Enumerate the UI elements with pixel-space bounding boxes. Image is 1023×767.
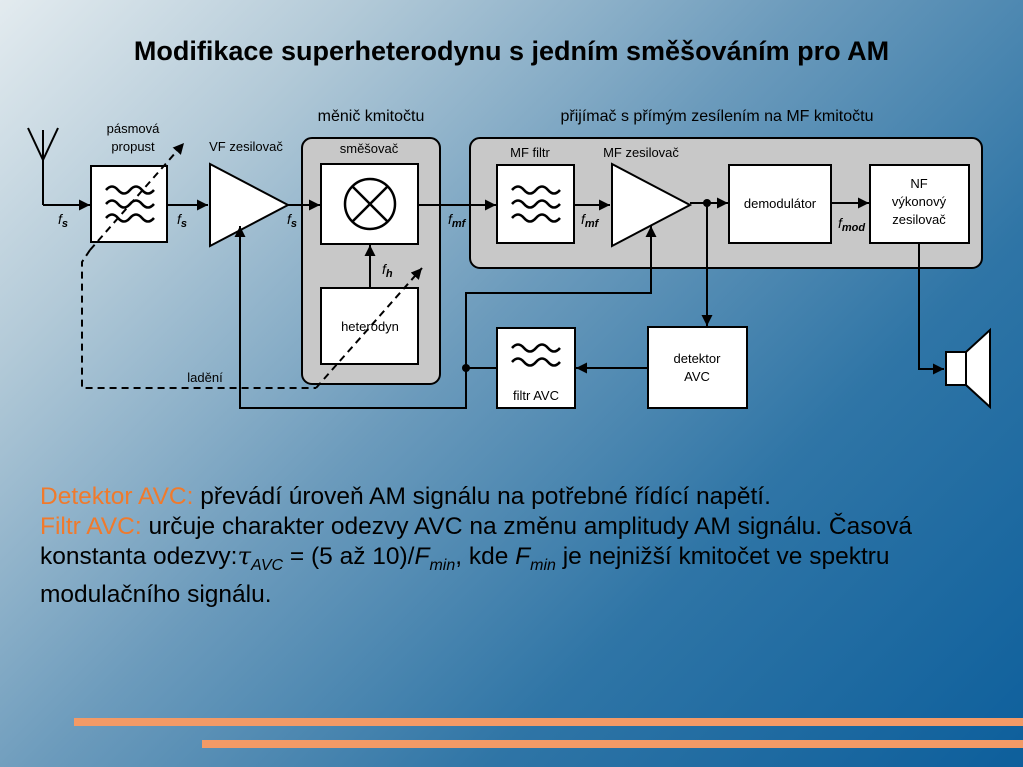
- agc-detector-label-2: AVC: [684, 369, 710, 384]
- af-amplifier-label-3: zesilovač: [892, 212, 946, 227]
- bandpass-label-2: propust: [111, 139, 155, 154]
- mixer-label: směšovač: [340, 141, 399, 156]
- agc-detector-term: Detektor AVC:: [40, 483, 194, 510]
- antenna-icon: [27, 127, 59, 205]
- if-amp-label: MF zesilovač: [603, 145, 679, 160]
- fmin-subscript-2: min: [530, 556, 556, 574]
- mixer-icon: [343, 177, 397, 231]
- closing-text: je nejnižší kmitočet ve spektru modulačn…: [40, 543, 890, 609]
- page-title: Modifikace superheterodynu s jedním směš…: [133, 36, 890, 66]
- if-filter-label: MF filtr: [510, 145, 550, 160]
- agc-filter-description: určuje charakter odezvy AVC na změnu amp…: [40, 512, 912, 571]
- tau-symbol: τ: [237, 541, 252, 570]
- signal-fmf-mixer: fmf: [448, 211, 467, 230]
- af-amplifier-label-2: výkonový: [892, 194, 947, 209]
- af-amplifier-block: [869, 164, 970, 244]
- converter-group-label: měnič kmitočtu: [318, 108, 425, 125]
- accent-line-top: [74, 718, 1023, 726]
- agc-detector-description: převádí úroveň AM signálu na potřebné ří…: [193, 483, 771, 510]
- signal-fs-filter: fs: [177, 211, 187, 230]
- fmin-symbol-2: F: [515, 543, 531, 570]
- agc-filter-term: Filtr AVC:: [40, 512, 142, 540]
- tau-subscript: AVC: [251, 556, 284, 574]
- rf-amp-triangle: [209, 162, 291, 248]
- formula-text: = (5 až 10)/: [283, 543, 415, 570]
- agc-detector-label-1: detektor: [674, 351, 722, 366]
- accent-line-bottom: [202, 740, 1023, 748]
- signal-fh: fh: [382, 261, 393, 280]
- explanation-text: Detektor AVC: převádí úroveň AM signálu …: [40, 482, 980, 610]
- bandpass-label-1: pásmová: [107, 121, 161, 136]
- local-oscillator-label: heterodyn: [341, 319, 399, 334]
- speaker-icon: [945, 327, 991, 410]
- fmin-symbol: F: [414, 543, 430, 570]
- if-amp-triangle: [611, 162, 693, 248]
- af-amplifier-label-1: NF: [910, 176, 927, 191]
- agc-detector-block: [647, 326, 748, 409]
- agc-filter-label: filtr AVC: [513, 388, 559, 403]
- signal-fs-antenna: fs: [58, 211, 68, 230]
- kde-text: , kde: [455, 543, 516, 570]
- signal-fmf-filter: fmf: [581, 211, 600, 230]
- tuning-link: [81, 142, 423, 389]
- rf-amp-label: VF zesilovač: [209, 139, 283, 154]
- receiver-group-label: přijímač s přímým zesílením na MF kmitoč…: [561, 108, 874, 125]
- signal-fs-amp: fs: [287, 211, 297, 230]
- tuning-label: ladění: [187, 370, 223, 385]
- signal-fmod: fmod: [838, 215, 865, 234]
- demodulator-label: demodulátor: [744, 196, 817, 211]
- fmin-subscript: min: [429, 556, 456, 574]
